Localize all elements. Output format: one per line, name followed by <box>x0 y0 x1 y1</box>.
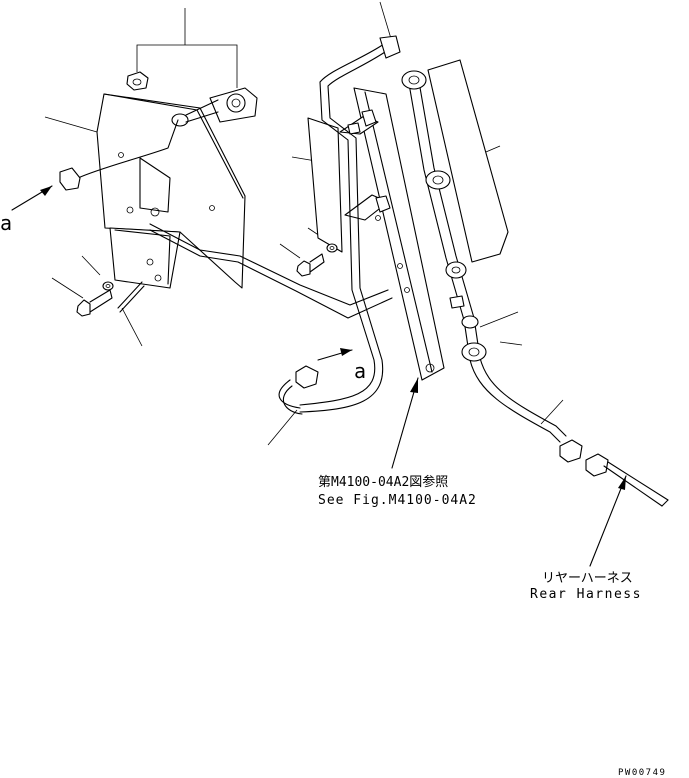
tube-clamps <box>401 70 487 362</box>
rear-harness-arrow <box>589 475 627 567</box>
view-marker-right: a <box>354 359 366 383</box>
clamp-icon <box>401 70 427 90</box>
view-marker-left: a <box>0 211 12 235</box>
center-plate <box>353 87 445 381</box>
lead-wire <box>59 119 179 191</box>
tube-bundle <box>407 59 567 443</box>
harness-connector <box>559 439 669 507</box>
washer-center <box>326 243 338 253</box>
view-arrow-left: a <box>0 185 53 235</box>
rear-harness-label-jp: リヤーハーネス <box>542 571 633 586</box>
reference-note-jp: 第M4100-04A2図参照 <box>318 474 448 490</box>
drawing-code: PW00749 <box>618 768 666 778</box>
switch-unit <box>185 87 258 123</box>
pin-left <box>117 281 145 313</box>
reference-arrow <box>391 377 419 469</box>
clamp-icon <box>461 342 487 362</box>
rear-harness-label-en: Rear Harness <box>530 587 642 602</box>
clamp-icon <box>461 315 479 329</box>
nut-icon <box>126 71 149 91</box>
view-arrow-right: a <box>317 348 366 383</box>
mounting-bracket <box>96 93 246 289</box>
clip-studs <box>347 109 391 213</box>
reference-note-en: See Fig.M4100-04A2 <box>318 493 477 508</box>
clamp-icon <box>425 170 451 190</box>
bolt-left <box>76 289 113 317</box>
bolt-center <box>296 253 325 277</box>
center-harness <box>278 35 401 415</box>
clamp-icon <box>445 261 467 279</box>
washer-left <box>102 281 114 291</box>
